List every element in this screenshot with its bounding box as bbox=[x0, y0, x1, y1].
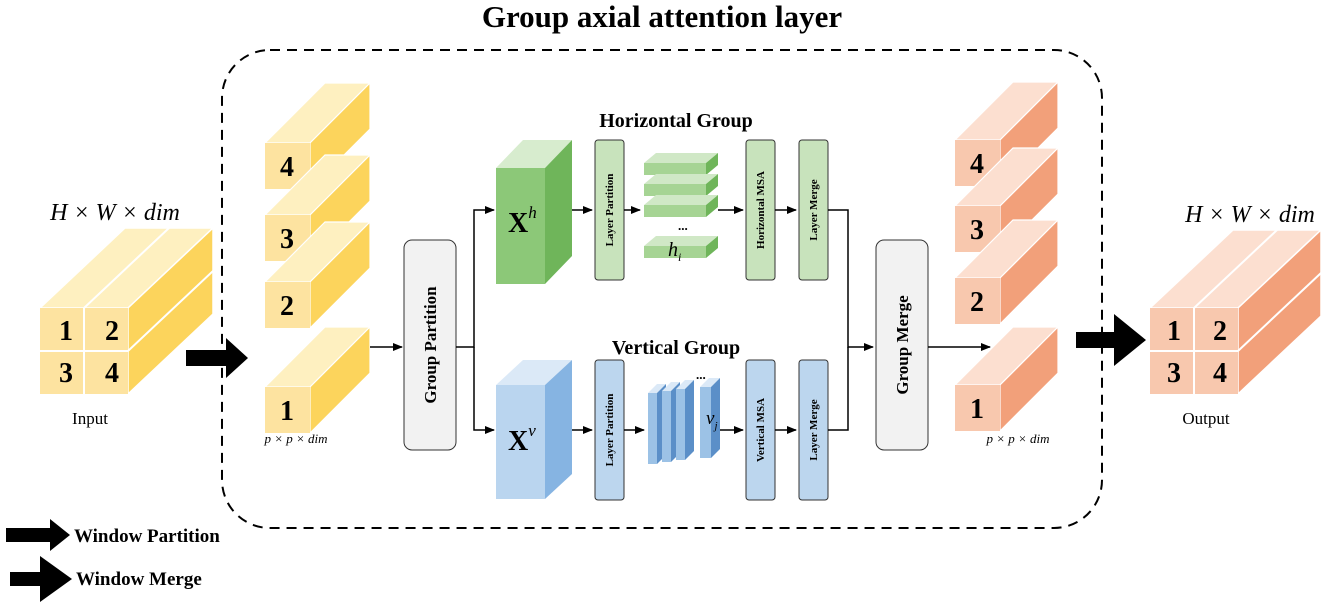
left-patch-2: 2 bbox=[280, 291, 294, 322]
output-cell-2: 2 bbox=[1213, 316, 1227, 347]
input-cell-2: 2 bbox=[105, 316, 119, 347]
output-tensor: 1 2 3 4 bbox=[1148, 228, 1323, 396]
legend-merge-arrow bbox=[10, 556, 72, 602]
window-merge-arrow bbox=[1076, 314, 1146, 366]
left-patch-stack: 4 3 2 1 bbox=[263, 81, 372, 435]
window-partition-arrow bbox=[186, 338, 248, 378]
output-label: Output bbox=[1182, 409, 1230, 428]
horizontal-layer-merge-label: Layer Merge bbox=[808, 179, 820, 240]
vertical-msa-label: Vertical MSA bbox=[755, 398, 767, 462]
horizontal-layer-partition-label: Layer Partition bbox=[604, 174, 616, 247]
left-patch-3: 3 bbox=[280, 224, 294, 255]
right-patch-3: 3 bbox=[970, 215, 984, 246]
input-cell-1: 1 bbox=[59, 316, 73, 347]
diagram-title: Group axial attention layer bbox=[482, 0, 842, 34]
vertical-ellipsis: ... bbox=[696, 367, 706, 382]
horizontal-group-title: Horizontal Group bbox=[599, 110, 753, 132]
horizontal-tensor-label: Xh bbox=[508, 203, 537, 239]
horizontal-ellipsis: ... bbox=[678, 218, 688, 233]
output-dims: H × W × dim bbox=[1184, 202, 1315, 228]
horizontal-msa-label: Horizontal MSA bbox=[755, 171, 767, 249]
left-patch-dims: p × p × dim bbox=[263, 431, 327, 446]
vertical-layer-merge-label: Layer Merge bbox=[808, 399, 820, 460]
input-label: Input bbox=[72, 409, 108, 428]
vertical-tensor: Xv bbox=[496, 360, 572, 499]
layer-container bbox=[221, 49, 1103, 529]
vertical-slice-label: vj bbox=[706, 408, 718, 432]
vertical-group-title: Vertical Group bbox=[612, 337, 740, 359]
left-patch-1: 1 bbox=[280, 396, 294, 427]
left-patch-4: 4 bbox=[280, 152, 294, 183]
input-cell-4: 4 bbox=[105, 358, 119, 389]
output-cell-4: 4 bbox=[1213, 358, 1227, 389]
input-tensor: 1 2 3 4 bbox=[38, 226, 215, 396]
right-patch-1: 1 bbox=[970, 394, 984, 425]
vertical-tensor-label: Xv bbox=[508, 421, 536, 457]
legend-partition-arrow bbox=[6, 519, 70, 551]
horizontal-slice-label: hi bbox=[668, 239, 681, 264]
vertical-slices: ... vj bbox=[648, 367, 720, 464]
vertical-layer-partition-label: Layer Partition bbox=[604, 394, 616, 467]
right-patch-dims: p × p × dim bbox=[985, 431, 1049, 446]
legend-partition-label: Window Partition bbox=[74, 526, 220, 547]
input-dims: H × W × dim bbox=[49, 200, 180, 226]
group-partition-label: Group Partition bbox=[421, 286, 440, 404]
input-cell-3: 3 bbox=[59, 358, 73, 389]
group-merge-box bbox=[875, 239, 929, 451]
group-merge-label: Group Merge bbox=[893, 295, 912, 395]
horizontal-tensor: Xh bbox=[496, 140, 572, 284]
right-patch-4: 4 bbox=[970, 149, 984, 180]
right-patch-2: 2 bbox=[970, 287, 984, 318]
output-cell-1: 1 bbox=[1167, 316, 1181, 347]
output-cell-3: 3 bbox=[1167, 358, 1181, 389]
legend-merge-label: Window Merge bbox=[76, 569, 202, 590]
horizontal-slices: ... hi bbox=[644, 153, 718, 264]
right-patch-stack: 4 3 2 1 bbox=[953, 80, 1060, 433]
legend: Window Partition Window Merge bbox=[6, 519, 220, 602]
group-partition-box bbox=[403, 239, 457, 451]
